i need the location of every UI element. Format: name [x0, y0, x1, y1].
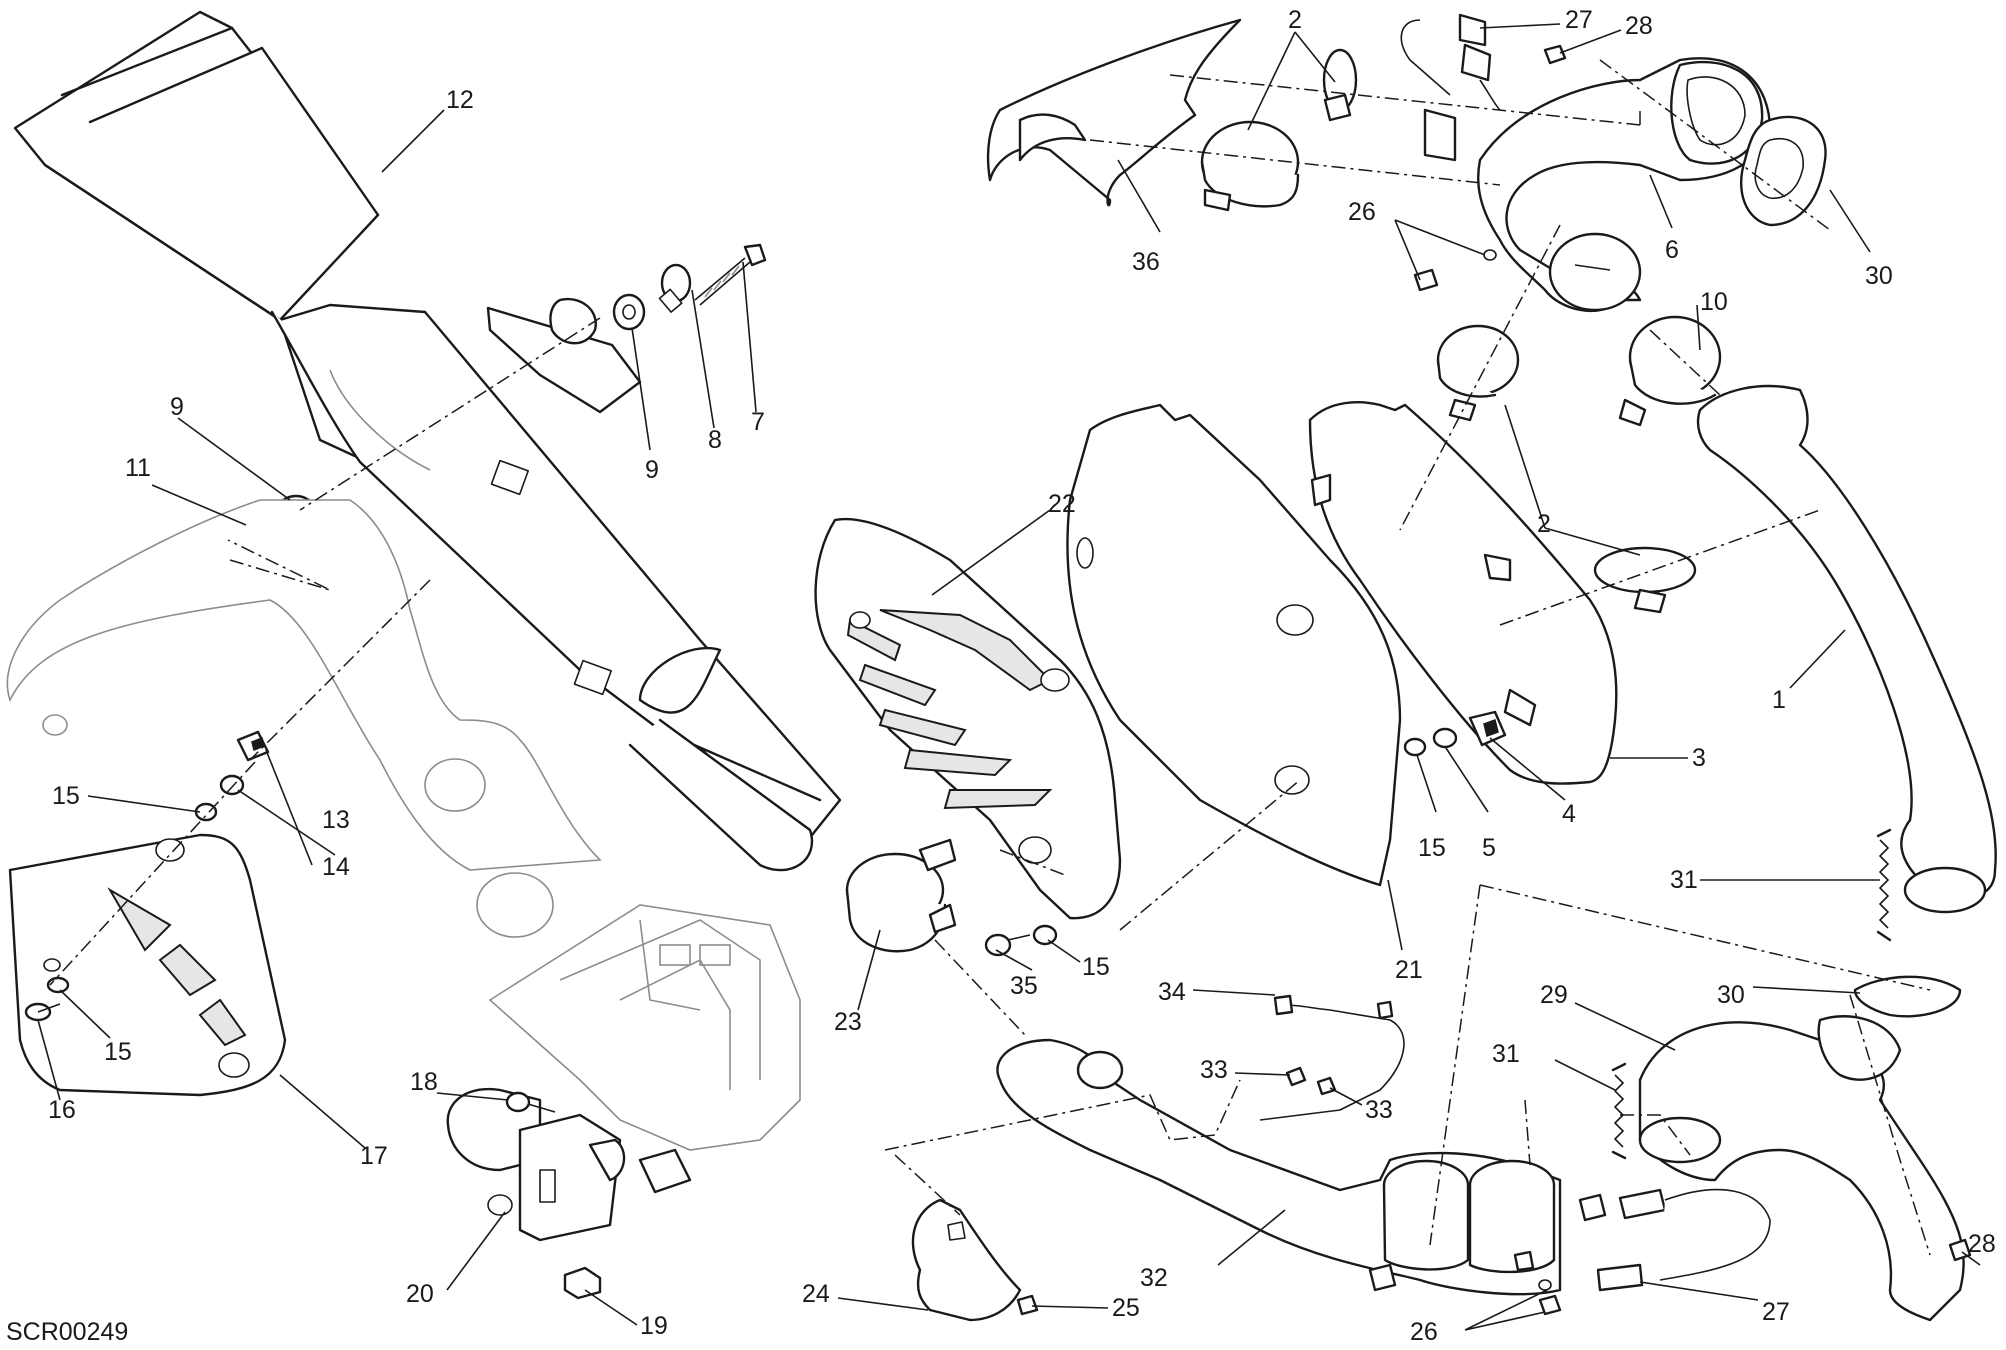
callout-28-lower: 28 — [1968, 1230, 1996, 1258]
callout-1: 1 — [1772, 686, 1786, 714]
callout-33-left: 33 — [1200, 1056, 1228, 1084]
clip-part-13 — [236, 730, 270, 762]
callout-34: 34 — [1158, 978, 1186, 1006]
callout-26-lower: 26 — [1410, 1318, 1438, 1346]
callout-31-lower: 31 — [1492, 1040, 1520, 1068]
callout-18: 18 — [410, 1068, 438, 1096]
diagram-code: SCR00249 — [6, 1318, 128, 1346]
clamp-part-23 — [845, 838, 957, 953]
callout-9-lower: 9 — [170, 393, 184, 421]
callout-22: 22 — [1048, 490, 1076, 518]
lambda-sensor-part-27-lower — [1578, 1188, 1771, 1292]
callout-21: 21 — [1395, 956, 1423, 984]
heat-guard-part-36 — [986, 18, 1242, 207]
heat-shield-part-21 — [1066, 403, 1402, 887]
lambda-sensor-part-27-top — [1400, 13, 1501, 162]
clamp-part-10 — [1618, 315, 1722, 427]
callout-9-upper: 9 — [645, 456, 659, 484]
bolt-part-26-lower — [1538, 1279, 1562, 1316]
callout-13: 13 — [322, 806, 350, 834]
washer-part-15-center — [1032, 924, 1058, 946]
callout-2-middle: 2 — [1537, 510, 1551, 538]
heat-guard-part-24 — [911, 1198, 1022, 1322]
gasket-part-30-top — [1740, 115, 1827, 227]
callout-15-left: 15 — [52, 782, 80, 810]
spring-part-31-upper — [1876, 828, 1892, 942]
clamp-part-2-top-large — [1200, 120, 1300, 212]
clip-part-4 — [1468, 710, 1507, 747]
callout-15-lower-left: 15 — [104, 1038, 132, 1066]
callout-5: 5 — [1482, 834, 1496, 862]
callout-4: 4 — [1562, 800, 1576, 828]
clip-part-19 — [563, 1266, 602, 1300]
manifold-part-6 — [1477, 57, 1772, 313]
callout-11: 11 — [125, 454, 151, 482]
callout-20: 20 — [406, 1280, 434, 1308]
callout-25: 25 — [1112, 1294, 1140, 1322]
nut-part-25 — [1016, 1294, 1039, 1316]
callout-6: 6 — [1665, 236, 1679, 264]
callout-33-right: 33 — [1365, 1096, 1393, 1124]
callout-36: 36 — [1132, 248, 1160, 276]
sensor-wire-part-34 — [1259, 994, 1405, 1121]
bolt-part-26-top — [1413, 249, 1497, 292]
callout-7: 7 — [751, 408, 765, 436]
callout-24: 24 — [802, 1280, 830, 1308]
callout-3: 3 — [1692, 744, 1706, 772]
manifold-part-29 — [1638, 1015, 1965, 1322]
heat-guard-part-17 — [8, 833, 287, 1097]
callout-19: 19 — [640, 1312, 668, 1340]
assembly-lines — [49, 59, 1931, 1256]
leader-lines — [37, 23, 1981, 1331]
callout-32: 32 — [1140, 1264, 1168, 1292]
callout-17: 17 — [360, 1142, 388, 1170]
callout-labels: 12 7 8 9 9 11 13 14 15 15 16 17 18 19 20… — [48, 6, 1996, 1346]
callout-8: 8 — [708, 426, 722, 454]
screw-part-18 — [505, 1091, 556, 1113]
callout-14: 14 — [322, 853, 350, 881]
gasket-part-30-lower — [1853, 975, 1962, 1018]
callout-27-lower: 27 — [1762, 1298, 1790, 1326]
clamp-part-2-top-small — [1322, 48, 1358, 122]
exhaust-pipe-part-1 — [1696, 384, 1997, 914]
callout-10: 10 — [1700, 288, 1728, 316]
spring-part-31-lower — [1611, 1062, 1627, 1160]
callout-12: 12 — [446, 86, 474, 114]
callout-30-top: 30 — [1865, 262, 1893, 290]
callout-2-top: 2 — [1288, 6, 1302, 34]
callout-23: 23 — [834, 1008, 862, 1036]
airbox-reference — [488, 904, 801, 1151]
bolt-part-7 — [694, 243, 767, 306]
silencer-part-12 — [13, 10, 842, 872]
frame-reference — [6, 499, 602, 938]
callout-15-center: 15 — [1082, 953, 1110, 981]
spacer-part-8 — [658, 263, 692, 313]
screw-part-35 — [984, 933, 1031, 957]
callout-30-lower: 30 — [1717, 981, 1745, 1009]
washer-part-5 — [1432, 727, 1458, 749]
heat-shield-part-3 — [1308, 401, 1618, 785]
callout-29: 29 — [1540, 981, 1568, 1009]
clamp-part-2-lower — [1593, 546, 1697, 614]
callout-35: 35 — [1010, 972, 1038, 1000]
nut-part-28-top — [1543, 44, 1567, 65]
collector-part-32 — [996, 1038, 1562, 1296]
clip-part-33-left — [1285, 1066, 1307, 1087]
heat-guard-part-22 — [814, 517, 1122, 920]
callout-26-top: 26 — [1348, 198, 1376, 226]
washer-part-14 — [219, 774, 245, 796]
nut-part-28-lower — [1948, 1238, 1972, 1262]
callout-28-top: 28 — [1625, 12, 1653, 40]
callout-15-right: 15 — [1418, 834, 1446, 862]
callout-16: 16 — [48, 1096, 76, 1124]
washer-part-9-upper — [612, 293, 646, 331]
callout-31-upper: 31 — [1670, 866, 1698, 894]
callout-27-top: 27 — [1565, 6, 1593, 34]
washer-part-15-right — [1403, 737, 1427, 757]
